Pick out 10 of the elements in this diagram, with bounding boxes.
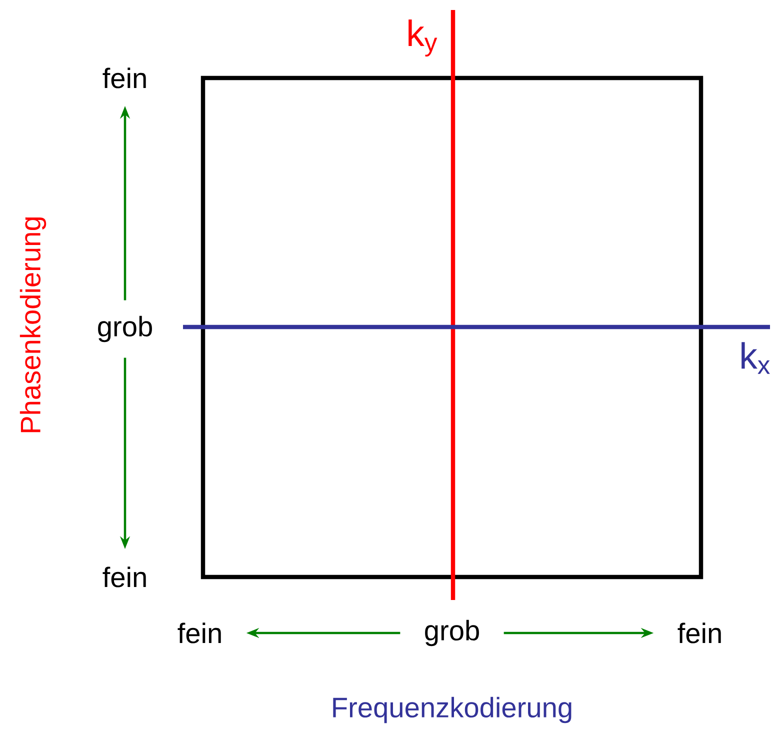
axis-title: Phasenkodierung [20,217,46,432]
axis-label: fein [102,68,146,88]
axis-label: fein [678,622,721,644]
axis-label: grob [98,316,152,342]
axis-label: grob [425,620,479,646]
axis-label: fein [102,566,146,588]
ky-label: k$_{y}$ [408,19,438,57]
axis-label: fein [178,622,221,644]
kx-label: k$_{x}$ [742,342,770,374]
axis-title: Frequenzkodierung [333,696,572,724]
